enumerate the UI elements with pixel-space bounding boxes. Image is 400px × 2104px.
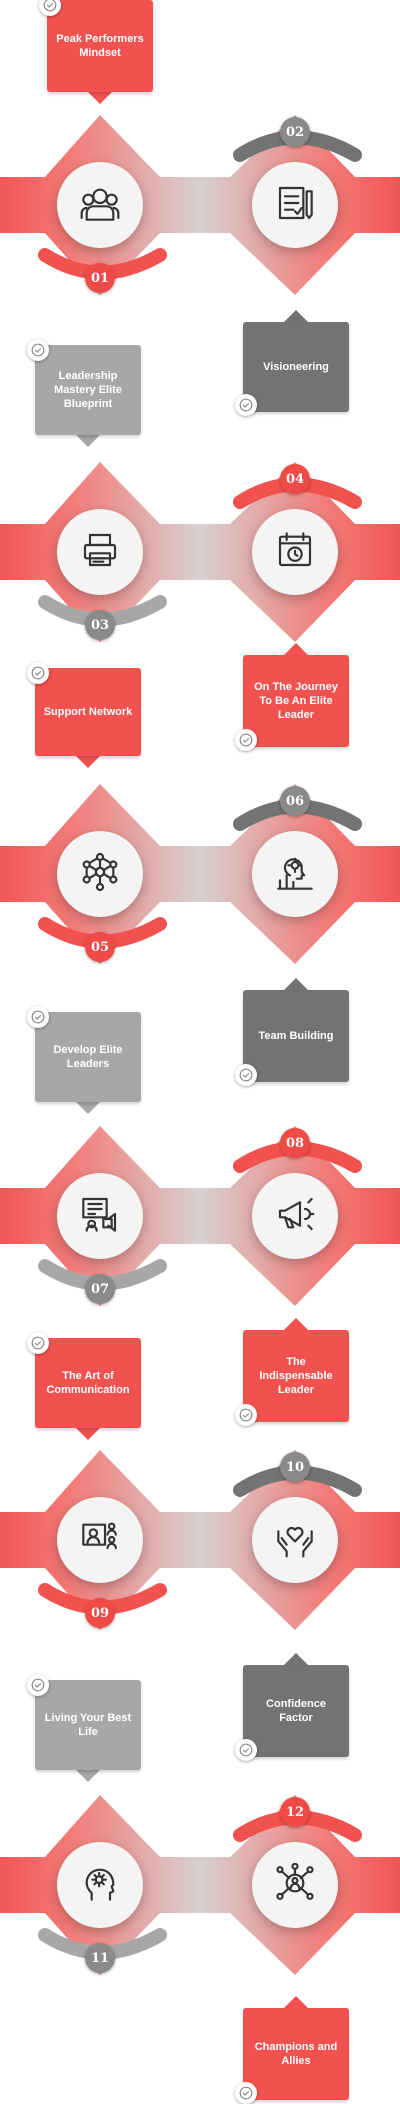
step-label: Living Your Best Life bbox=[35, 1711, 141, 1739]
card-pointer bbox=[284, 1996, 308, 2008]
head-gear-icon bbox=[80, 1863, 120, 1908]
step-label: On The Journey To Be An Elite Leader bbox=[243, 680, 349, 722]
step-label: Team Building bbox=[251, 1029, 342, 1043]
card-pointer bbox=[76, 1428, 100, 1440]
step-number-badge: 08 bbox=[280, 1128, 310, 1158]
step-number-badge: 02 bbox=[280, 117, 310, 147]
printer-icon bbox=[80, 530, 120, 575]
step-label: The Art of Communication bbox=[35, 1369, 141, 1397]
step-label: Confidence Factor bbox=[243, 1697, 349, 1725]
step-number-badge: 01 bbox=[85, 263, 115, 293]
card-pointer bbox=[284, 643, 308, 655]
step-circle-04 bbox=[252, 509, 338, 595]
step-card-02: Visioneering bbox=[243, 322, 349, 412]
step-label: The Indispensable Leader bbox=[243, 1355, 349, 1397]
card-pointer bbox=[284, 978, 308, 990]
team-icon bbox=[80, 183, 120, 228]
step-number-badge: 03 bbox=[85, 610, 115, 640]
card-pointer bbox=[284, 310, 308, 322]
step-label: Support Network bbox=[36, 705, 141, 719]
check-icon bbox=[27, 1332, 49, 1354]
card-pointer bbox=[76, 1770, 100, 1782]
check-icon bbox=[235, 2082, 257, 2104]
step-number-badge: 06 bbox=[280, 786, 310, 816]
presentation-icon bbox=[80, 1194, 120, 1239]
step-card-04: On The Journey To Be An Elite Leader bbox=[243, 655, 349, 747]
calendar-clock-icon bbox=[275, 530, 315, 575]
step-circle-06 bbox=[252, 831, 338, 917]
network-icon bbox=[80, 852, 120, 897]
step-number-badge: 10 bbox=[280, 1452, 310, 1482]
card-pointer bbox=[76, 1102, 100, 1114]
step-card-03: Leadership Mastery Elite Blueprint bbox=[35, 345, 141, 435]
step-card-05: Support Network bbox=[35, 668, 141, 756]
card-pointer bbox=[284, 1318, 308, 1330]
check-icon bbox=[235, 1404, 257, 1426]
brainstorm-chart-icon bbox=[275, 852, 315, 897]
step-label: Peak Performers Mindset bbox=[47, 32, 153, 60]
step-circle-09 bbox=[57, 1497, 143, 1583]
card-pointer bbox=[76, 756, 100, 768]
step-label: Champions and Allies bbox=[243, 2040, 349, 2068]
step-number-badge: 05 bbox=[85, 932, 115, 962]
step-number-badge: 12 bbox=[280, 1797, 310, 1827]
step-label: Develop Elite Leaders bbox=[35, 1043, 141, 1071]
check-icon bbox=[27, 1674, 49, 1696]
step-number-badge: 07 bbox=[85, 1274, 115, 1304]
step-card-08: The Indispensable Leader bbox=[243, 1330, 349, 1422]
step-circle-05 bbox=[57, 831, 143, 917]
checklist-icon bbox=[275, 183, 315, 228]
card-pointer bbox=[284, 1653, 308, 1665]
step-number-badge: 09 bbox=[85, 1598, 115, 1628]
step-number-badge: 11 bbox=[85, 1943, 115, 1973]
step-card-01: Peak Performers Mindset bbox=[47, 0, 153, 92]
step-number-badge: 04 bbox=[280, 464, 310, 494]
check-icon bbox=[27, 662, 49, 684]
check-icon bbox=[235, 394, 257, 416]
step-label: Leadership Mastery Elite Blueprint bbox=[35, 369, 141, 411]
video-conference-icon bbox=[80, 1518, 120, 1563]
check-icon bbox=[235, 1064, 257, 1086]
step-label: Visioneering bbox=[255, 360, 337, 374]
megaphone-icon bbox=[275, 1194, 315, 1239]
step-circle-08 bbox=[252, 1173, 338, 1259]
step-circle-03 bbox=[57, 509, 143, 595]
check-icon bbox=[235, 729, 257, 751]
connected-person-icon bbox=[275, 1863, 315, 1908]
step-circle-12 bbox=[252, 1842, 338, 1928]
check-icon bbox=[235, 1739, 257, 1761]
step-circle-02 bbox=[252, 162, 338, 248]
step-card-07: Develop Elite Leaders bbox=[35, 1012, 141, 1102]
step-card-11: Living Your Best Life bbox=[35, 1680, 141, 1770]
step-card-12: Champions and Allies bbox=[243, 2008, 349, 2100]
check-icon bbox=[27, 1006, 49, 1028]
step-circle-10 bbox=[252, 1497, 338, 1583]
card-pointer bbox=[88, 92, 112, 104]
card-pointer bbox=[76, 435, 100, 447]
step-circle-11 bbox=[57, 1842, 143, 1928]
step-card-06: Team Building bbox=[243, 990, 349, 1082]
heart-hands-icon bbox=[275, 1518, 315, 1563]
step-card-09: The Art of Communication bbox=[35, 1338, 141, 1428]
step-circle-07 bbox=[57, 1173, 143, 1259]
check-icon bbox=[27, 339, 49, 361]
step-card-10: Confidence Factor bbox=[243, 1665, 349, 1757]
step-circle-01 bbox=[57, 162, 143, 248]
